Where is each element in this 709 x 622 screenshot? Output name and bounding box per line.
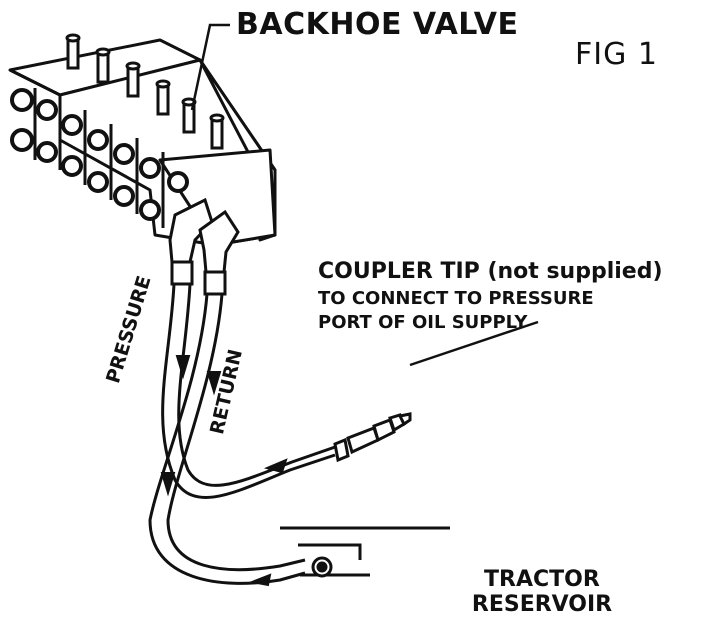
pressure-hose xyxy=(161,283,336,499)
valve-port xyxy=(113,185,135,207)
valve-port xyxy=(10,128,34,152)
leader-line-backhoe xyxy=(190,23,230,111)
valve-port xyxy=(139,157,161,179)
spool-stem xyxy=(125,61,141,98)
hose-nut xyxy=(170,260,194,286)
valve-port xyxy=(36,99,58,121)
reservoir-outline xyxy=(298,543,362,560)
valve-port xyxy=(61,155,83,177)
hose-nut xyxy=(203,270,227,296)
flow-arrow xyxy=(248,573,272,587)
flow-arrow xyxy=(206,371,222,396)
leader-line-coupler xyxy=(409,320,539,367)
spool-stem xyxy=(95,47,111,84)
reservoir-label: RESERVOIR xyxy=(471,592,613,617)
spool-stem xyxy=(209,113,225,150)
elbow-fitting xyxy=(168,197,214,264)
valve-port xyxy=(10,88,34,112)
pressure-hose xyxy=(177,283,339,487)
figure-number: FIG 1 xyxy=(575,37,658,72)
valve-port xyxy=(61,114,83,136)
valve-port xyxy=(113,143,135,165)
coupler-assembly xyxy=(333,412,412,463)
return-hose xyxy=(148,293,306,585)
flow-arrow xyxy=(263,458,288,474)
flow-arrow xyxy=(175,355,191,380)
backhoe-valve-label: BACKHOE VALVE xyxy=(236,7,519,42)
spool-stem xyxy=(181,97,197,134)
valve-port xyxy=(167,171,189,193)
coupler-note-line1: TO CONNECT TO PRESSURE xyxy=(318,288,594,309)
spool-stem xyxy=(155,79,171,116)
valve-port xyxy=(36,141,58,163)
valve-port xyxy=(87,129,109,151)
valve-port xyxy=(87,171,109,193)
return-hose xyxy=(166,293,306,572)
reservoir-port xyxy=(316,561,328,573)
elbow-fitting xyxy=(198,209,240,274)
spool-stem xyxy=(65,33,81,70)
valve-port xyxy=(139,199,161,221)
coupler-note-line2: PORT OF OIL SUPPLY xyxy=(318,312,528,333)
tractor-label: TRACTOR xyxy=(484,567,600,592)
coupler-tip-label: COUPLER TIP (not supplied) xyxy=(318,259,663,284)
flow-arrow xyxy=(160,472,176,497)
